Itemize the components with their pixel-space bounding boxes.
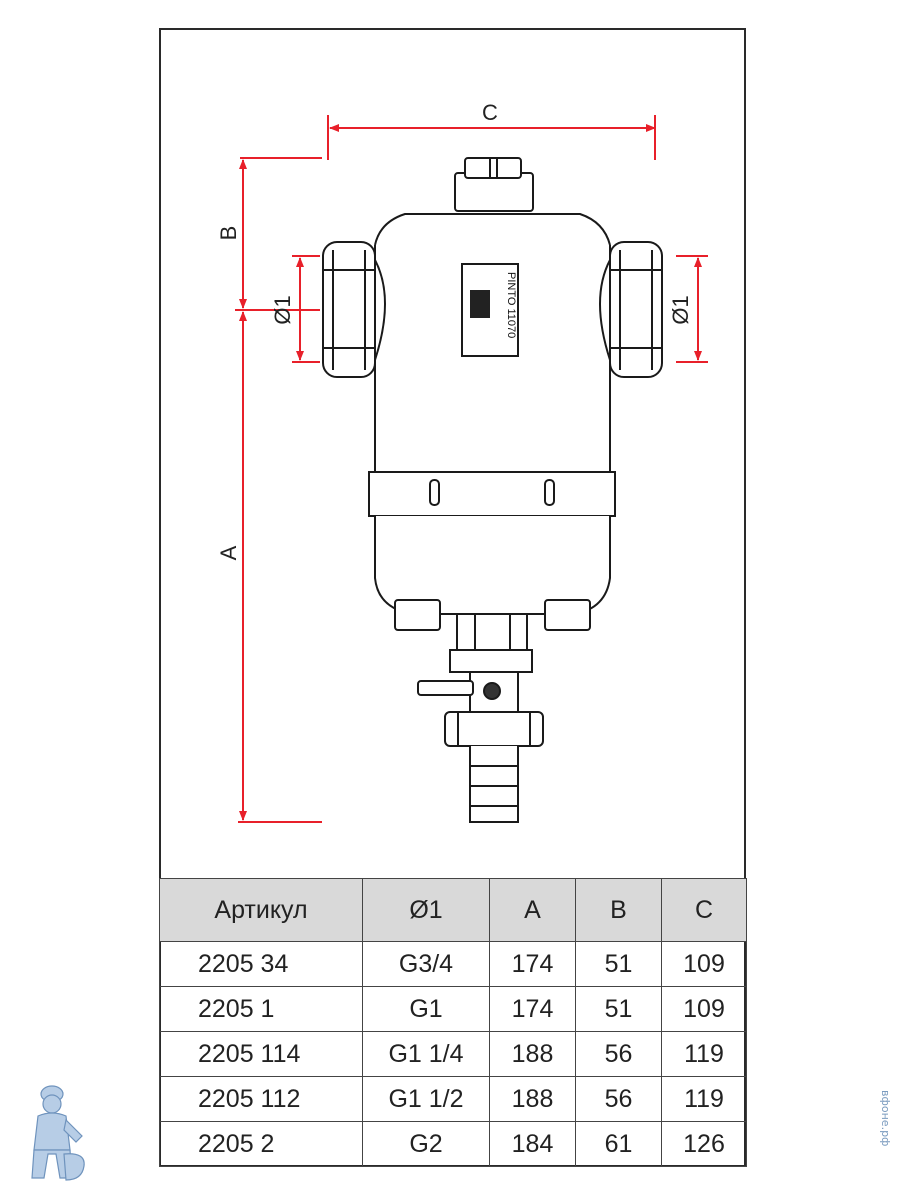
plumber-mascot-icon [31, 1085, 85, 1181]
table-row: 2205 114 G1 1/4 188 56 119 [159, 1031, 747, 1077]
cell-article: 2205 114 [159, 1031, 363, 1077]
filter-dimension-drawing: PINTO 11070 C B A Ø1 Ø1 [216, 100, 708, 823]
table-row: 2205 112 G1 1/2 188 56 119 [159, 1076, 747, 1122]
cell-a: 184 [489, 1121, 576, 1167]
cell-diameter: G1 [362, 986, 490, 1032]
table-row: 2205 2 G2 184 61 126 [159, 1121, 747, 1167]
nameplate: PINTO 11070 [461, 263, 519, 357]
cell-c: 119 [661, 1031, 747, 1077]
spec-table: Артикул Ø1 A B C 2205 34 G3/4 174 51 109… [159, 878, 747, 1167]
cell-a: 188 [489, 1031, 576, 1077]
cell-diameter: G1 1/2 [362, 1076, 490, 1122]
dimension-label-c: C [482, 100, 498, 125]
cell-article: 2205 1 [159, 986, 363, 1032]
cell-b: 56 [575, 1076, 662, 1122]
cell-c: 126 [661, 1121, 747, 1167]
cell-diameter: G1 1/4 [362, 1031, 490, 1077]
cell-a: 174 [489, 986, 576, 1032]
cell-diameter: G3/4 [362, 941, 490, 987]
cell-diameter: G2 [362, 1121, 490, 1167]
cell-c: 119 [661, 1076, 747, 1122]
cell-b: 56 [575, 1031, 662, 1077]
dimension-label-diameter-left: Ø1 [270, 295, 295, 324]
header-a: A [489, 878, 576, 942]
dimension-label-a: A [216, 545, 241, 560]
cell-a: 174 [489, 941, 576, 987]
cell-article: 2205 34 [159, 941, 363, 987]
filter-body [368, 157, 616, 823]
cell-c: 109 [661, 941, 747, 987]
table-row: 2205 34 G3/4 174 51 109 [159, 941, 747, 987]
dimension-lines [235, 115, 708, 823]
cell-article: 2205 112 [159, 1076, 363, 1122]
cell-a: 188 [489, 1076, 576, 1122]
nameplate-text: PINTO 11070 [505, 272, 517, 338]
cell-article: 2205 2 [159, 1121, 363, 1167]
cell-b: 51 [575, 986, 662, 1032]
left-connector [322, 241, 386, 378]
header-c: C [661, 878, 747, 942]
table-row: 2205 1 G1 174 51 109 [159, 986, 747, 1032]
header-diameter: Ø1 [362, 878, 490, 942]
dimension-label-b: B [216, 226, 241, 241]
header-article: Артикул [159, 878, 363, 942]
table-header-row: Артикул Ø1 A B C [159, 878, 747, 942]
cell-b: 51 [575, 941, 662, 987]
cell-b: 61 [575, 1121, 662, 1167]
header-b: B [575, 878, 662, 942]
watermark: вфоне.рф [879, 1090, 892, 1147]
right-connector [599, 241, 663, 378]
dimension-label-diameter-right: Ø1 [668, 295, 693, 324]
cell-c: 109 [661, 986, 747, 1032]
